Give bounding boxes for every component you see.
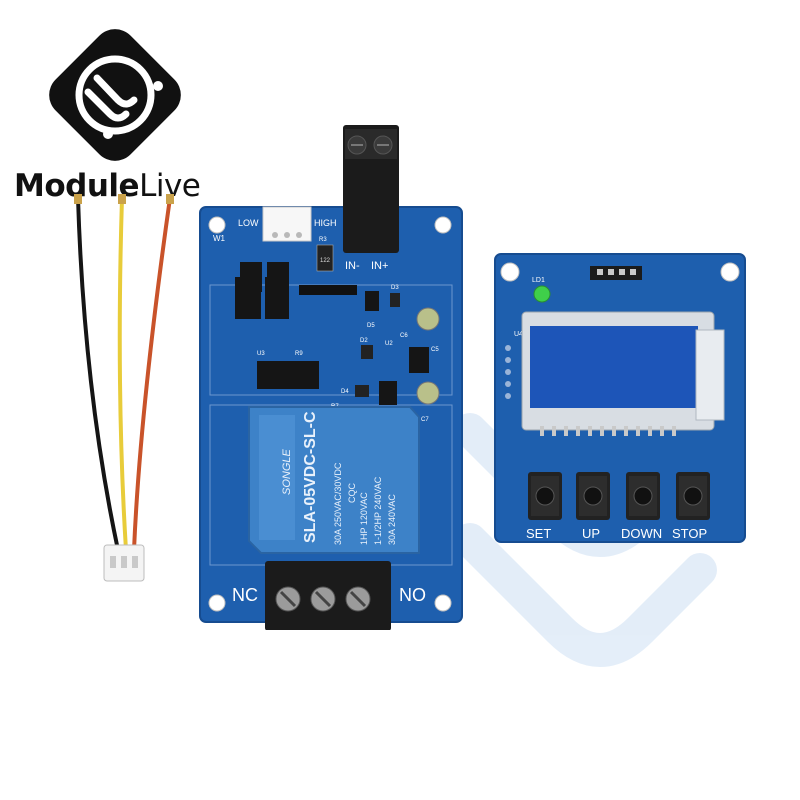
relay-model: SLA-05VDC-SL-C (302, 411, 319, 543)
w1-label: W1 (213, 234, 226, 243)
high-label: HIGH (314, 218, 337, 228)
relay-board: LOW HIGH W1 IN- IN+ R3 122 D5 D3 C6 U3 R… (199, 125, 463, 630)
down-label: DOWN (621, 526, 663, 541)
u4-label: U4 (514, 331, 523, 338)
d2-label: D2 (360, 338, 368, 344)
low-label: LOW (238, 218, 259, 228)
button-label-row: SET UP DOWN STOP (510, 526, 740, 544)
input-neg-label: IN- (345, 260, 360, 272)
c7-label: C7 (421, 417, 429, 423)
no-label: NO (399, 585, 426, 605)
resistor-code: 122 (320, 258, 331, 264)
relay-brand: SONGLE (281, 448, 293, 495)
u2-label: U2 (385, 341, 393, 347)
wire-harness (74, 194, 174, 582)
relay-rating-3: 1-1/2HP 240VAC (373, 476, 383, 545)
up-label: UP (582, 526, 601, 541)
u3-label: U3 (257, 351, 265, 357)
lcd-display (521, 311, 725, 436)
nc-label: NC (232, 585, 258, 605)
relay: SLA-05VDC-SL-C SONGLE 30A 250VAC/30VDC 1… (248, 406, 420, 554)
relay-rating-1: 30A 250VAC/30VDC (333, 462, 343, 545)
d5-label: D5 (367, 323, 375, 329)
c6-label: C6 (400, 333, 408, 339)
relay-cert: CQC (347, 483, 357, 504)
c5-label: C5 (431, 347, 439, 353)
d4-label: D4 (341, 389, 349, 395)
r9-label: R9 (295, 351, 303, 357)
stop-label: STOP (672, 526, 708, 541)
modulelive-logo (49, 29, 181, 161)
input-pos-label: IN+ (371, 260, 388, 272)
d3-label: D3 (391, 285, 399, 291)
r3-label: R3 (319, 237, 327, 243)
stop-button[interactable] (676, 472, 710, 525)
ld1-label: LD1 (532, 277, 545, 284)
relay-rating-2: 1HP 120VAC (359, 492, 369, 545)
up-button[interactable] (576, 472, 610, 525)
relay-rating-4: 30A 240VAC (387, 494, 397, 545)
set-label: SET (526, 526, 552, 541)
down-button[interactable] (626, 472, 660, 525)
set-button[interactable] (528, 472, 562, 525)
display-board: LD1 U4 (494, 253, 746, 543)
